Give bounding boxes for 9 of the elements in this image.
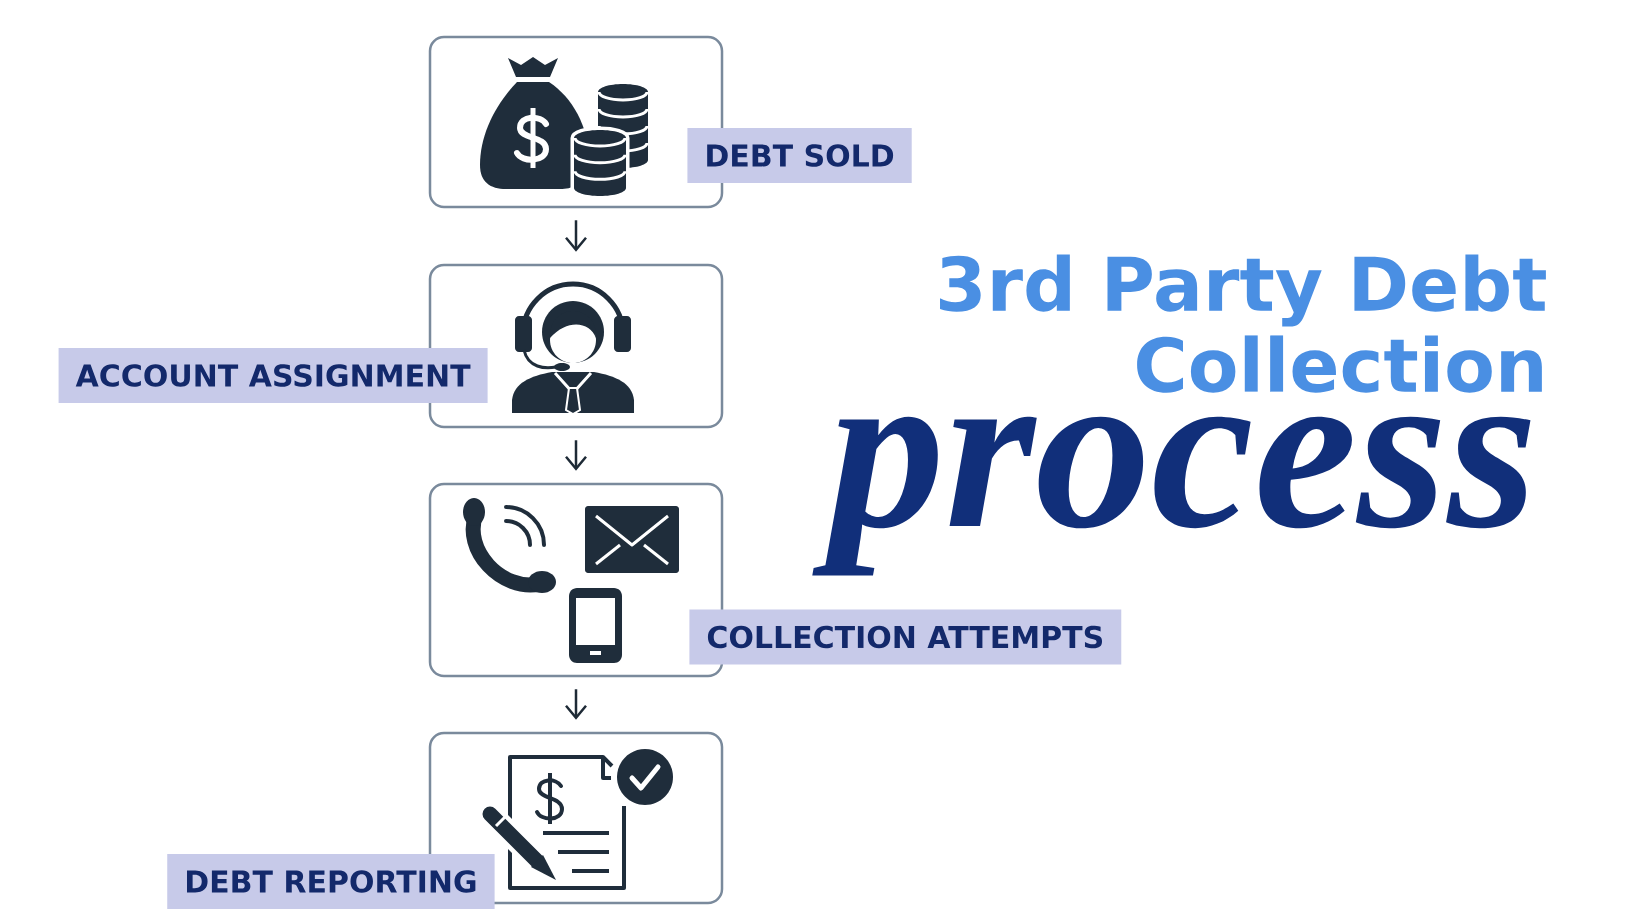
title-word: process	[812, 416, 1531, 576]
arrow	[565, 440, 587, 471]
label-tag: DEBT REPORTING	[167, 854, 495, 909]
label-tag: DEBT SOLD	[687, 128, 912, 183]
arrow	[565, 689, 587, 720]
label-tag: ACCOUNT ASSIGNMENT	[58, 348, 488, 403]
arrow	[565, 220, 587, 252]
title: 3rd Party Debt Collection	[940, 254, 1546, 393]
label-tag: COLLECTION ATTEMPTS	[689, 609, 1122, 665]
